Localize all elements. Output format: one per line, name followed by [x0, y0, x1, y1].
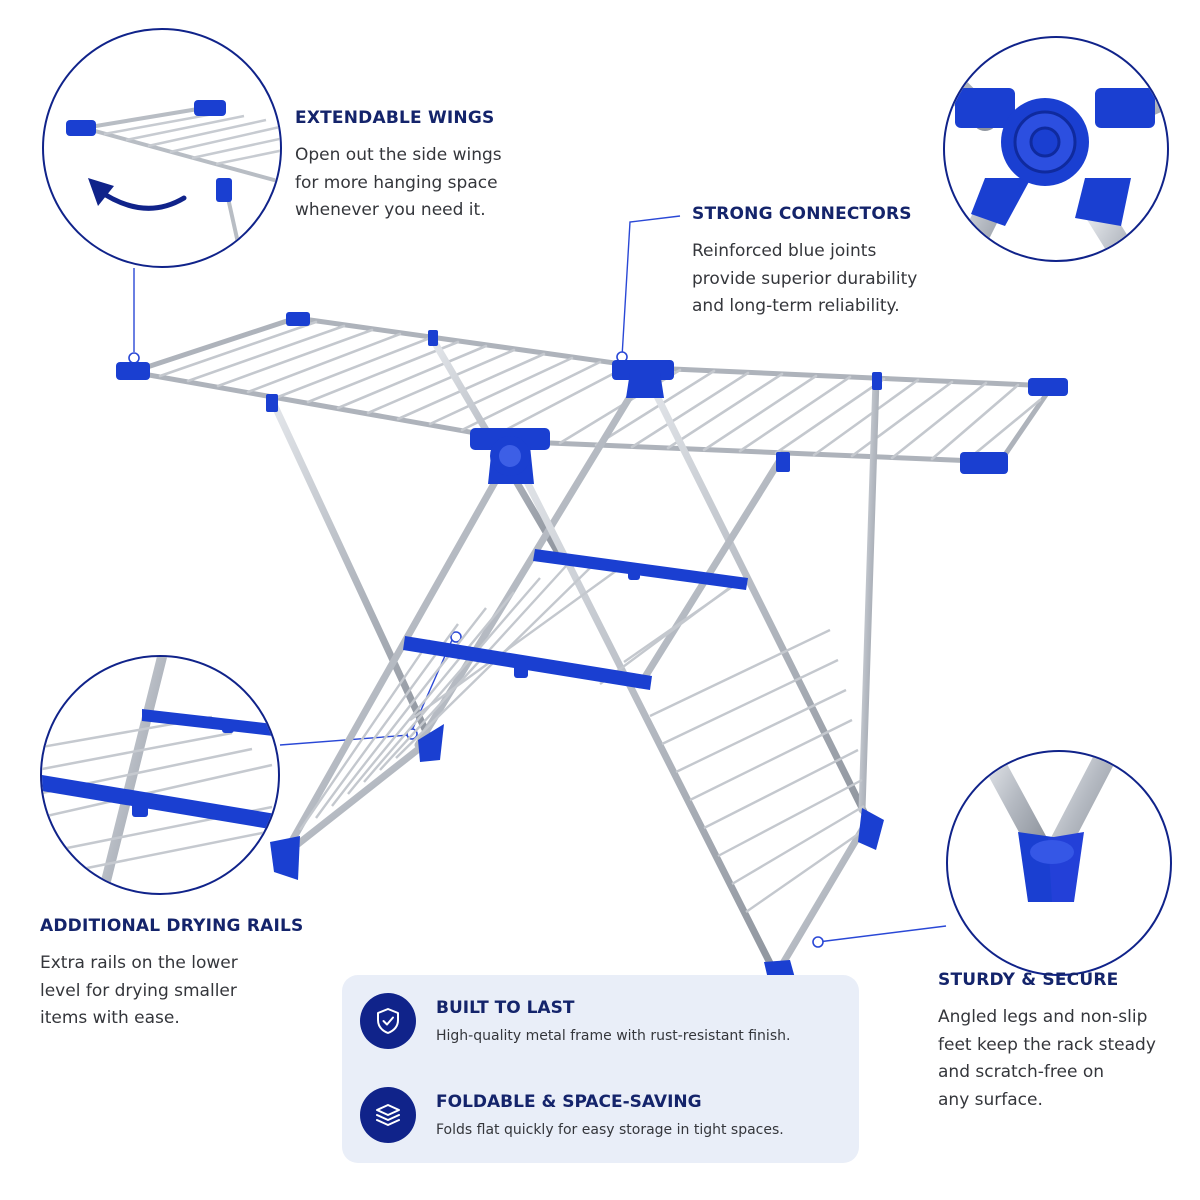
feature-line: for more hanging space	[295, 172, 498, 193]
foot-detail-bubble	[946, 750, 1172, 976]
benefit-title: BUILT TO LAST	[436, 998, 575, 1018]
feature-line: Angled legs and non-slip	[938, 1007, 1148, 1027]
connector-detail-bubble	[943, 36, 1169, 262]
wings-detail-bubble	[42, 28, 282, 268]
rails-detail-bubble	[40, 655, 280, 895]
benefit-title: FOLDABLE & SPACE-SAVING	[436, 1092, 702, 1112]
benefit-description: Folds flat quickly for easy storage in t…	[436, 1122, 784, 1138]
feature-line: provide superior durability	[692, 268, 918, 289]
right-leg-rails	[649, 628, 865, 913]
blue-joints	[116, 312, 1068, 996]
feature-line: and long-term reliability.	[692, 296, 900, 316]
benefit-foldable: FOLDABLE & SPACE-SAVING Folds flat quick…	[360, 1083, 784, 1147]
feature-title: STURDY & SECURE	[938, 970, 1119, 990]
feature-line: whenever you need it.	[295, 200, 486, 220]
feature-line: Extra rails on the lower	[40, 953, 238, 973]
feature-strong-connectors: STRONG CONNECTORS Reinforced blue joints…	[692, 204, 992, 321]
benefits-panel: BUILT TO LAST High-quality metal frame w…	[342, 975, 859, 1163]
feature-line: and scratch-free on	[938, 1062, 1105, 1082]
feature-line: feet keep the rack steady	[938, 1034, 1156, 1055]
feature-extendable-wings: EXTENDABLE WINGS Open out the side wings…	[295, 108, 625, 225]
feature-title: EXTENDABLE WINGS	[295, 108, 495, 128]
feature-line: Open out the side wings	[295, 145, 502, 165]
legs	[268, 334, 880, 979]
shield-check-icon	[360, 993, 416, 1049]
feature-line: any surface.	[938, 1089, 1043, 1110]
feature-additional-drying-rails: ADDITIONAL DRYING RAILS Extra rails on t…	[40, 916, 330, 1033]
blue-rail-bars	[403, 549, 748, 690]
lower-rails	[299, 565, 743, 831]
feature-title: STRONG CONNECTORS	[692, 204, 912, 224]
feature-title: ADDITIONAL DRYING RAILS	[40, 916, 304, 936]
feature-line: level for drying smaller	[40, 980, 237, 1001]
benefit-description: High-quality metal frame with rust-resis…	[436, 1028, 791, 1044]
layers-icon	[360, 1087, 416, 1143]
benefit-built-to-last: BUILT TO LAST High-quality metal frame w…	[360, 989, 790, 1053]
feature-sturdy-secure: STURDY & SECURE Angled legs and non-slip…	[938, 970, 1188, 1114]
feature-line: Reinforced blue joints	[692, 241, 877, 261]
feature-line: items with ease.	[40, 1008, 180, 1028]
